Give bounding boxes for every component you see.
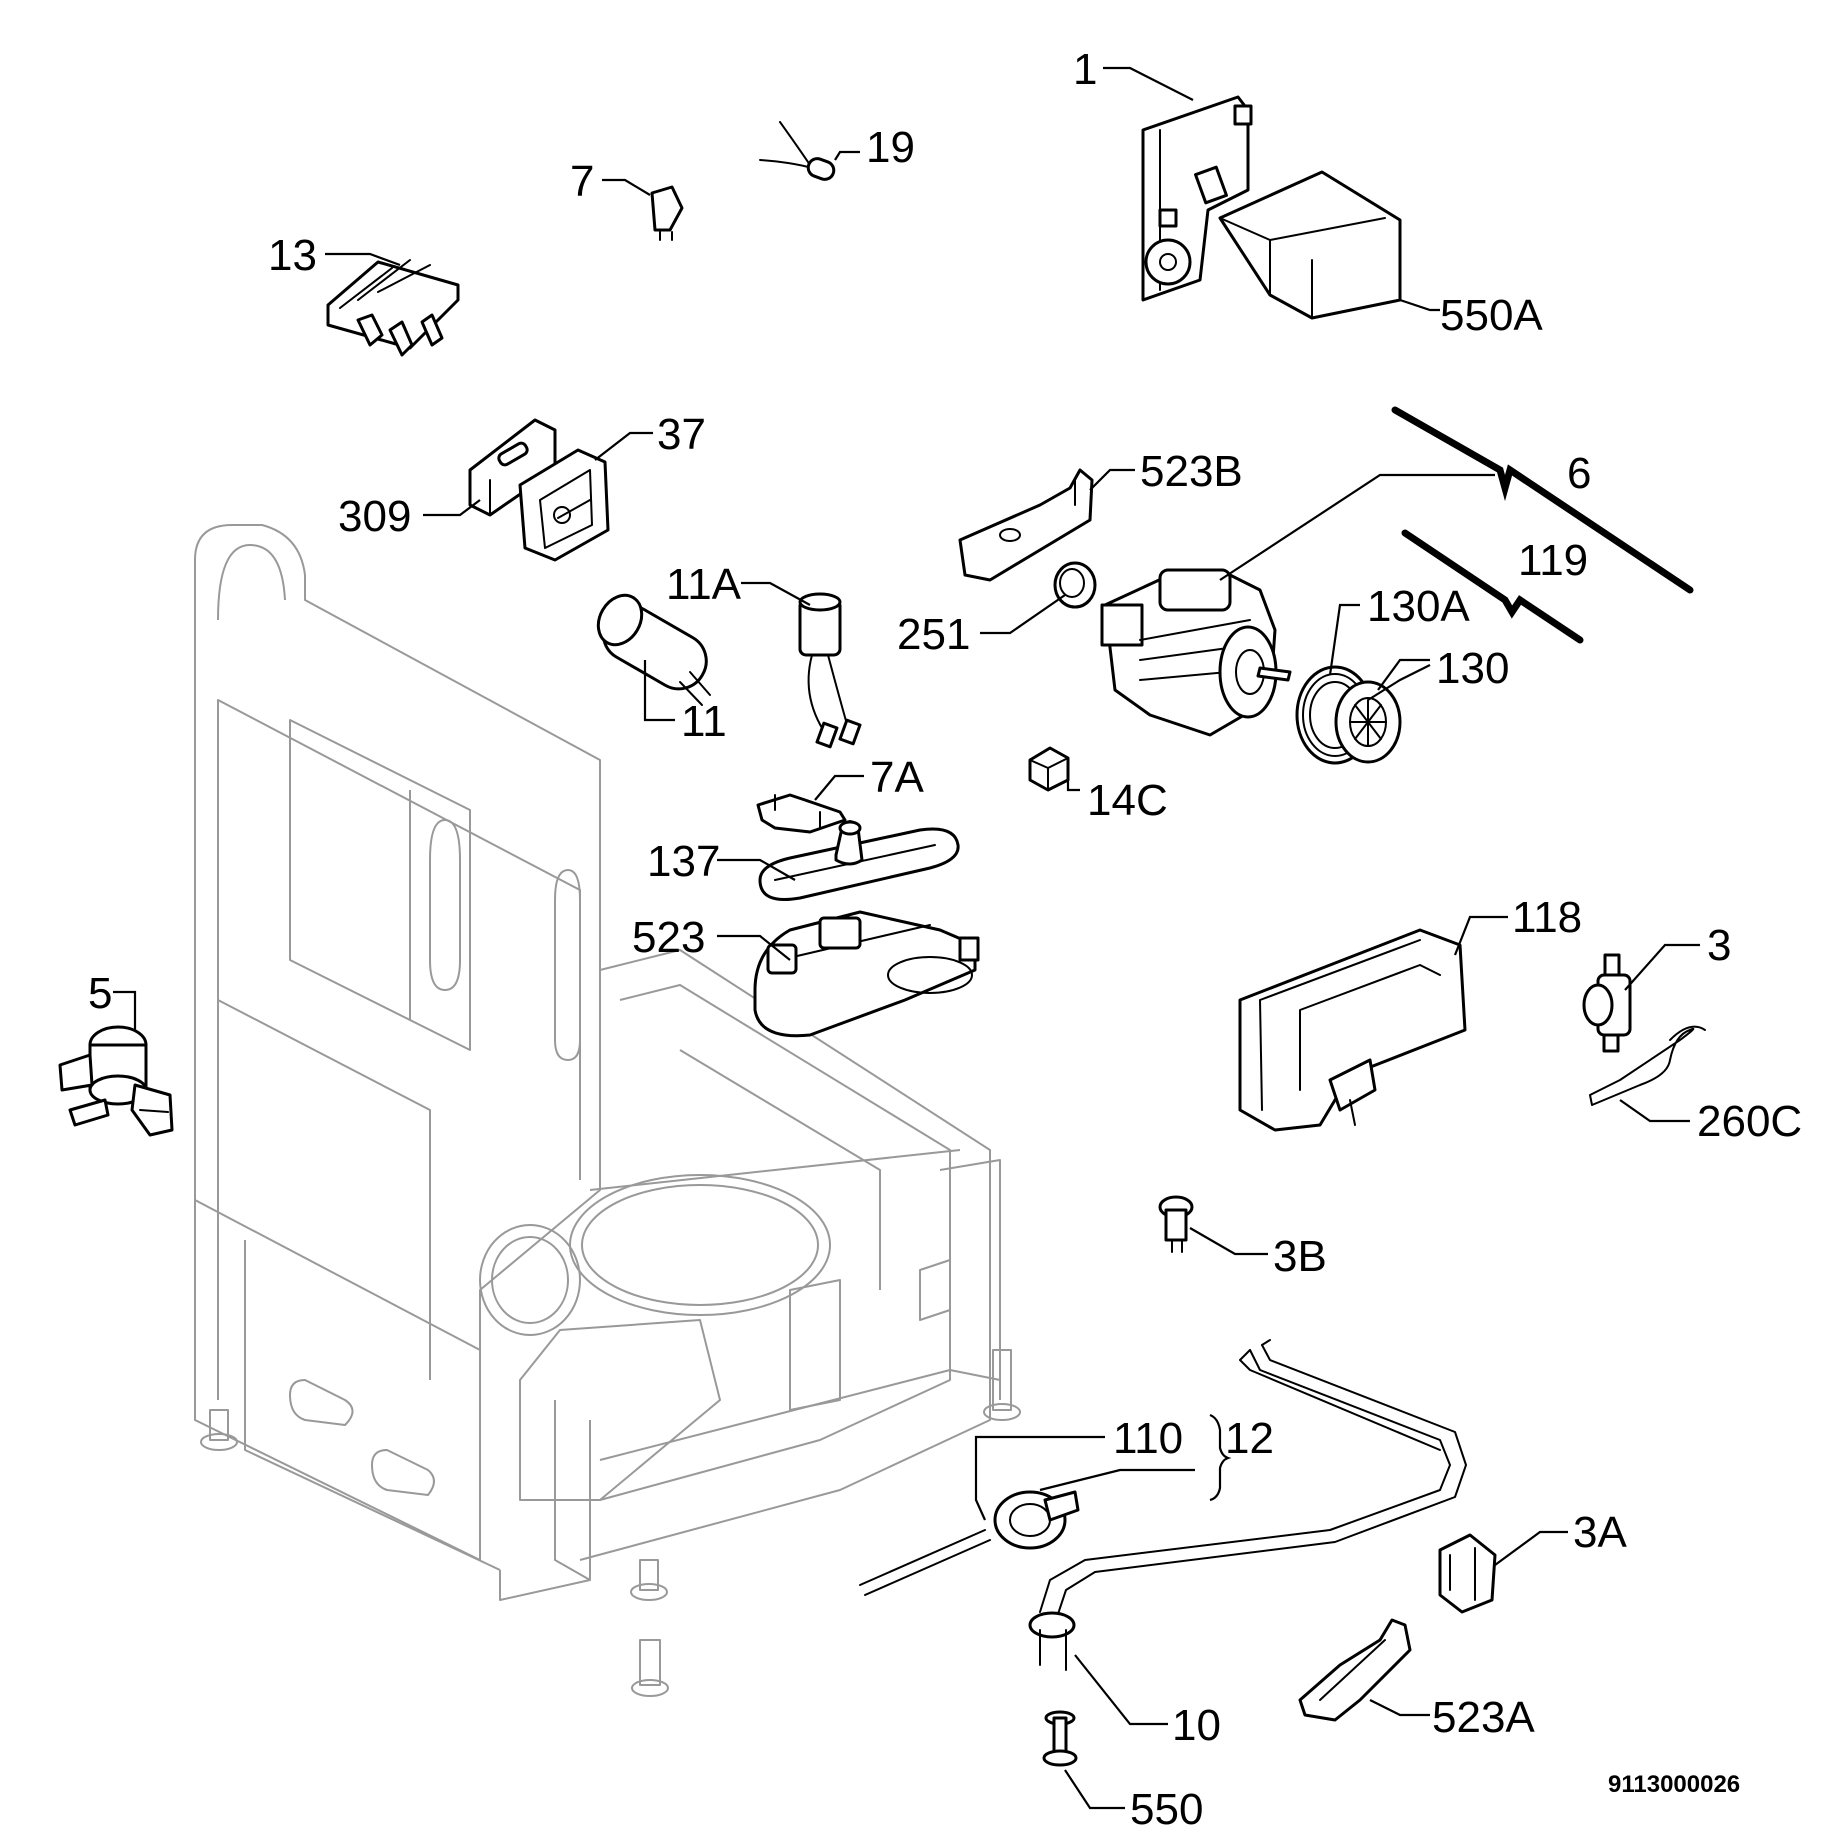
impeller-part xyxy=(1295,665,1402,765)
label-130a: 130A xyxy=(1367,582,1470,631)
label-3: 3 xyxy=(1707,921,1731,970)
leader-lines xyxy=(113,66,1700,1810)
timer-programmer-part xyxy=(1141,95,1253,302)
label-3b: 3B xyxy=(1273,1232,1327,1281)
label-523a: 523A xyxy=(1432,1693,1535,1742)
part-labels: 1 19 7 550A 13 37 309 523B 6 119 11A 130… xyxy=(88,45,1802,1834)
bolt-part xyxy=(1042,1710,1078,1767)
label-130: 130 xyxy=(1436,644,1509,693)
sump-filter-part xyxy=(753,910,980,1038)
grommet-part xyxy=(1053,561,1097,609)
electronic-module-box xyxy=(1218,170,1402,320)
label-523: 523 xyxy=(632,913,705,962)
label-1: 1 xyxy=(1073,45,1097,94)
label-14c: 14C xyxy=(1087,776,1168,825)
drawing-code: 9113000026 xyxy=(1608,1771,1740,1798)
dishwasher-tub-frame xyxy=(194,524,1021,1697)
label-110: 110 xyxy=(1113,1414,1183,1463)
label-119: 119 xyxy=(1518,536,1588,585)
label-260c: 260C xyxy=(1697,1097,1802,1146)
group-braces xyxy=(1209,406,1694,1502)
label-550: 550 xyxy=(1130,1785,1203,1834)
heating-element-part xyxy=(1028,1339,1467,1671)
label-550a: 550A xyxy=(1440,291,1543,340)
cable-sensor-part xyxy=(759,121,836,181)
heater-bracket-part xyxy=(1298,1618,1412,1722)
label-11: 11 xyxy=(681,697,727,746)
label-10: 10 xyxy=(1172,1701,1221,1750)
capacitor-part xyxy=(596,593,711,706)
label-12: 12 xyxy=(1225,1414,1274,1463)
small-switch-part xyxy=(650,185,684,241)
label-3a: 3A xyxy=(1573,1508,1627,1557)
label-11a: 11A xyxy=(666,560,742,609)
label-137: 137 xyxy=(647,837,720,886)
label-523b: 523B xyxy=(1140,447,1243,496)
door-switch-part xyxy=(518,448,610,562)
pressure-switch-part xyxy=(859,1490,1080,1596)
thermostat-switch-part xyxy=(1582,953,1632,1053)
spring-clip-part xyxy=(1589,1025,1706,1106)
inlet-valve-part xyxy=(58,1025,174,1137)
spray-arm-part xyxy=(758,820,960,901)
label-5: 5 xyxy=(88,969,112,1018)
switch-block-part xyxy=(326,259,460,357)
label-37: 37 xyxy=(657,410,706,459)
suppressor-part xyxy=(798,592,862,749)
detergent-dispenser-part xyxy=(1238,928,1467,1132)
label-19: 19 xyxy=(866,123,915,172)
small-clip-switch-part xyxy=(1438,1533,1497,1614)
label-13: 13 xyxy=(268,231,317,280)
circulation-pump-motor xyxy=(1100,568,1292,737)
label-7a: 7A xyxy=(870,753,924,802)
label-7: 7 xyxy=(570,157,594,206)
label-251: 251 xyxy=(897,610,970,659)
label-118: 118 xyxy=(1512,893,1582,942)
switch-clip-part xyxy=(756,793,847,834)
knob-part xyxy=(1158,1195,1194,1253)
motor-bracket-part xyxy=(958,468,1094,582)
small-block-part xyxy=(1028,746,1070,792)
label-6: 6 xyxy=(1567,449,1591,498)
label-309: 309 xyxy=(338,492,411,541)
